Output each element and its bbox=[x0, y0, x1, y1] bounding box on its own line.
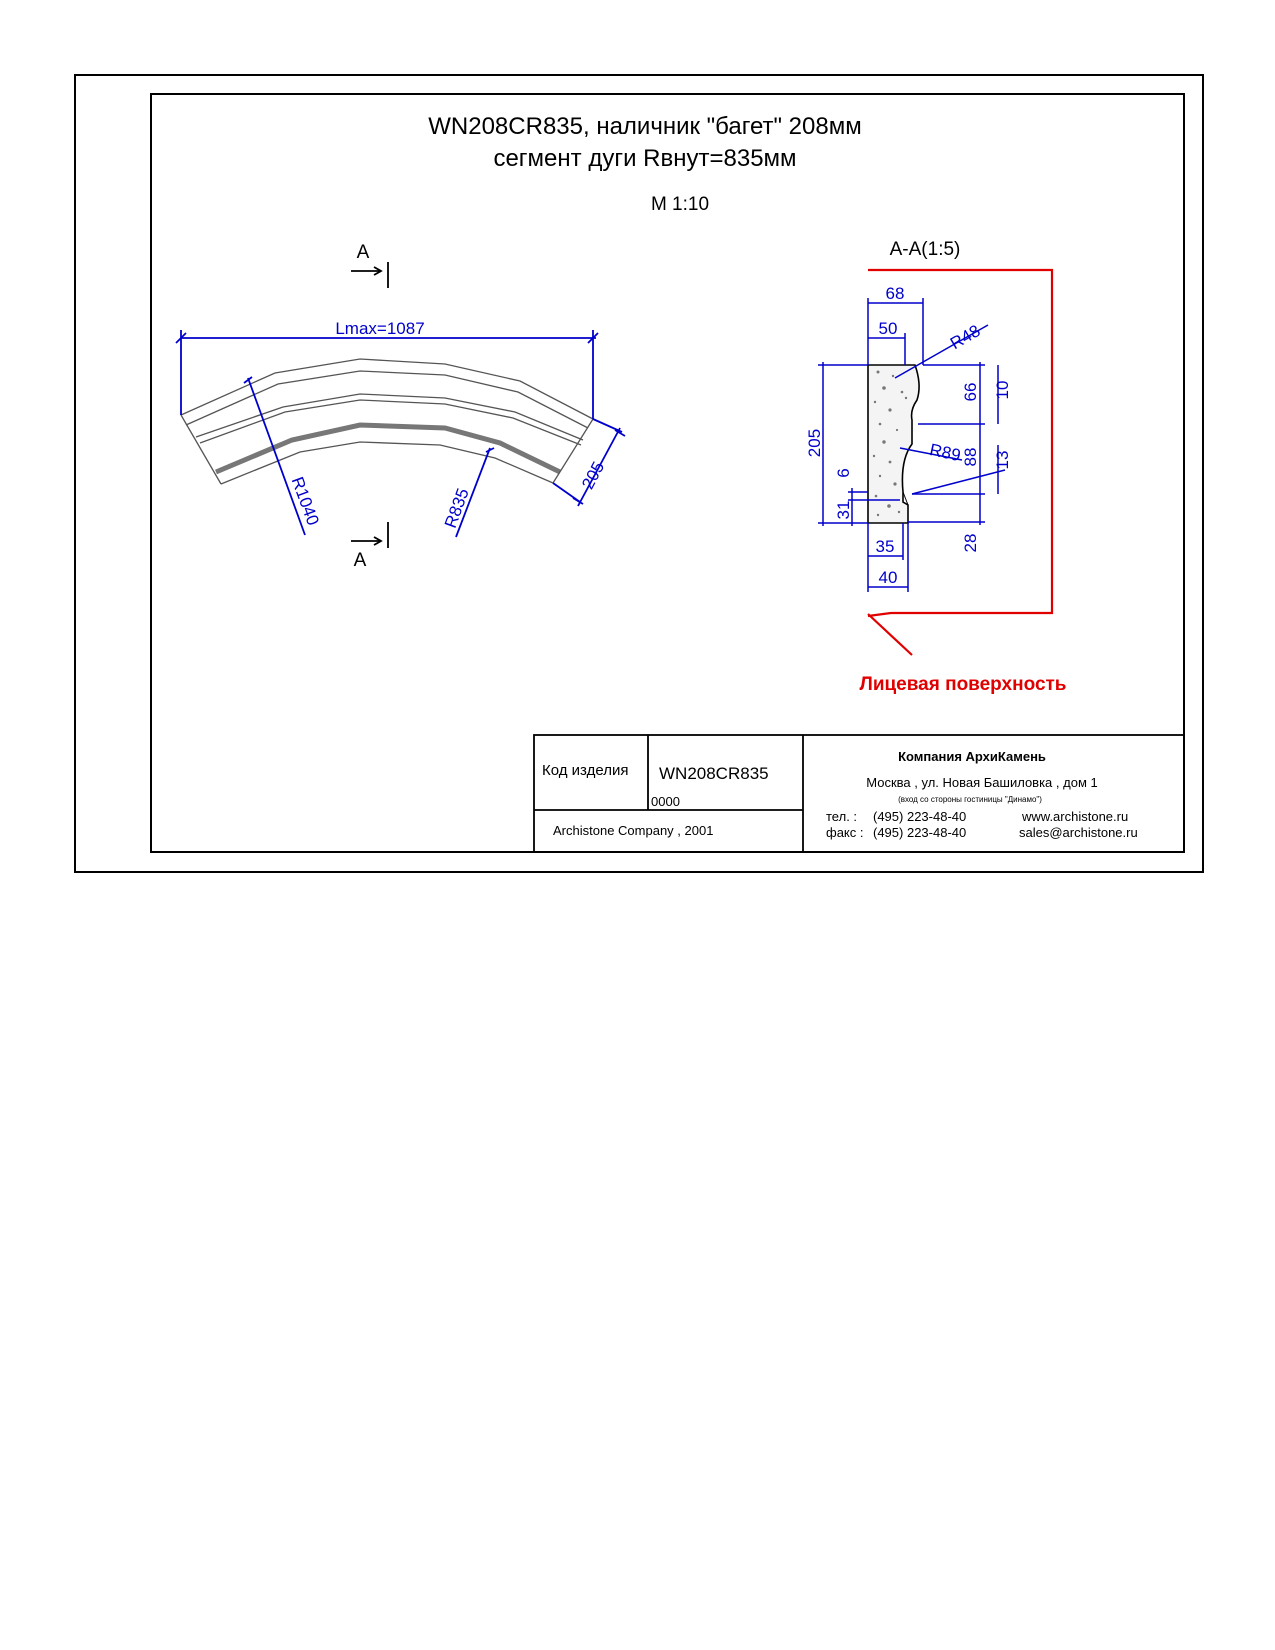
dim-28: 28 bbox=[961, 534, 980, 553]
arc-bead-band bbox=[215, 422, 562, 475]
stone-hatch bbox=[872, 370, 908, 517]
drawing-title: WN208CR835, наличник "багет" 208мм bbox=[428, 113, 861, 140]
face-marker-leader bbox=[867, 613, 913, 656]
dim-6: 6 bbox=[834, 468, 853, 477]
arc-right-end bbox=[552, 418, 594, 484]
dim-88: 88 bbox=[961, 448, 980, 467]
section-marker-top bbox=[351, 262, 389, 288]
arc-inner-edge bbox=[220, 441, 554, 485]
dim-66: 66 bbox=[961, 383, 980, 402]
r835-leader bbox=[455, 447, 495, 538]
website-link[interactable]: www.archistone.ru bbox=[1021, 809, 1128, 824]
dim-68: 68 bbox=[886, 284, 905, 303]
arc-outer-edge bbox=[180, 358, 594, 420]
arc-outer-edge-inner bbox=[185, 370, 589, 429]
drawing-scale: М 1:10 bbox=[651, 194, 709, 215]
copyright: Archistone Company , 2001 bbox=[553, 823, 713, 838]
dim-10: 10 bbox=[993, 381, 1012, 400]
dim-205: 205 bbox=[805, 429, 824, 457]
company-name: Компания АрхиКамень bbox=[898, 749, 1046, 764]
section-letter-top: А bbox=[357, 242, 370, 263]
section-letter-bottom: А bbox=[354, 550, 367, 571]
arc-segment-view bbox=[180, 358, 594, 485]
face-surface-marker bbox=[867, 268, 1054, 618]
r1040-leader bbox=[243, 376, 306, 536]
tel-value: (495) 223-48-40 bbox=[873, 809, 966, 824]
dim-r89: R89 bbox=[928, 440, 962, 465]
email-link[interactable]: sales@archistone.ru bbox=[1019, 825, 1138, 840]
drawing-subtitle: сегмент дуги Rвнут=835мм bbox=[493, 145, 796, 172]
section-profile bbox=[867, 364, 920, 524]
section-dimension-lines bbox=[818, 298, 1006, 592]
lmax-label: Lmax=1087 bbox=[335, 319, 424, 338]
dim-r48: R48 bbox=[947, 321, 984, 353]
arc-left-end bbox=[180, 414, 222, 485]
arc-width-dimension bbox=[552, 418, 626, 507]
outer-frame bbox=[74, 74, 1204, 873]
dim-50: 50 bbox=[879, 319, 898, 338]
product-code-label: Код изделия bbox=[542, 762, 628, 779]
arc-groove-1 bbox=[195, 393, 584, 441]
company-address: Москва , ул. Новая Башиловка , дом 1 bbox=[866, 775, 1097, 790]
product-code-sub: 0000 bbox=[651, 794, 680, 809]
tel-label: тел. : bbox=[826, 809, 857, 824]
arc-groove-2 bbox=[199, 399, 582, 446]
dim-35: 35 bbox=[876, 537, 895, 556]
title-block bbox=[533, 734, 1185, 853]
section-marker-bottom bbox=[351, 522, 389, 548]
fax-label: факс : bbox=[826, 825, 863, 840]
product-code-value: WN208CR835 bbox=[659, 764, 769, 783]
face-surface-label: Лицевая поверхность bbox=[859, 674, 1066, 695]
dim-40: 40 bbox=[879, 568, 898, 587]
lmax-dimension bbox=[175, 330, 599, 419]
dim-13: 13 bbox=[993, 451, 1012, 470]
dim-31: 31 bbox=[834, 501, 853, 520]
fax-value: (495) 223-48-40 bbox=[873, 825, 966, 840]
section-title: А-А(1:5) bbox=[890, 239, 961, 260]
address-note: (вход со стороны гостиницы "Динамо") bbox=[898, 795, 1042, 804]
arc-width-label: 205 bbox=[578, 458, 608, 492]
